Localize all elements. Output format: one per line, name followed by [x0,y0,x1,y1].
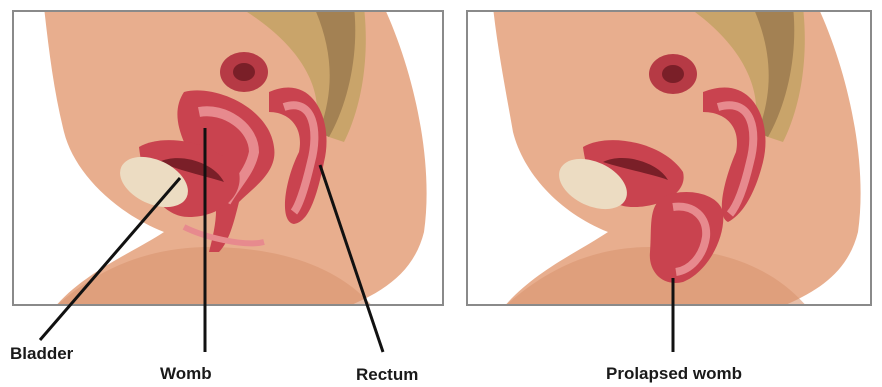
normal-anatomy-illustration [14,12,444,306]
prolapse-anatomy-illustration [468,12,872,306]
womb-label: Womb [160,364,212,384]
bladder-label: Bladder [10,344,73,364]
prolapse-anatomy-panel [466,10,872,306]
rectum-label: Rectum [356,365,418,385]
normal-anatomy-panel [12,10,444,306]
prolapsed-womb-label: Prolapsed womb [606,364,742,384]
